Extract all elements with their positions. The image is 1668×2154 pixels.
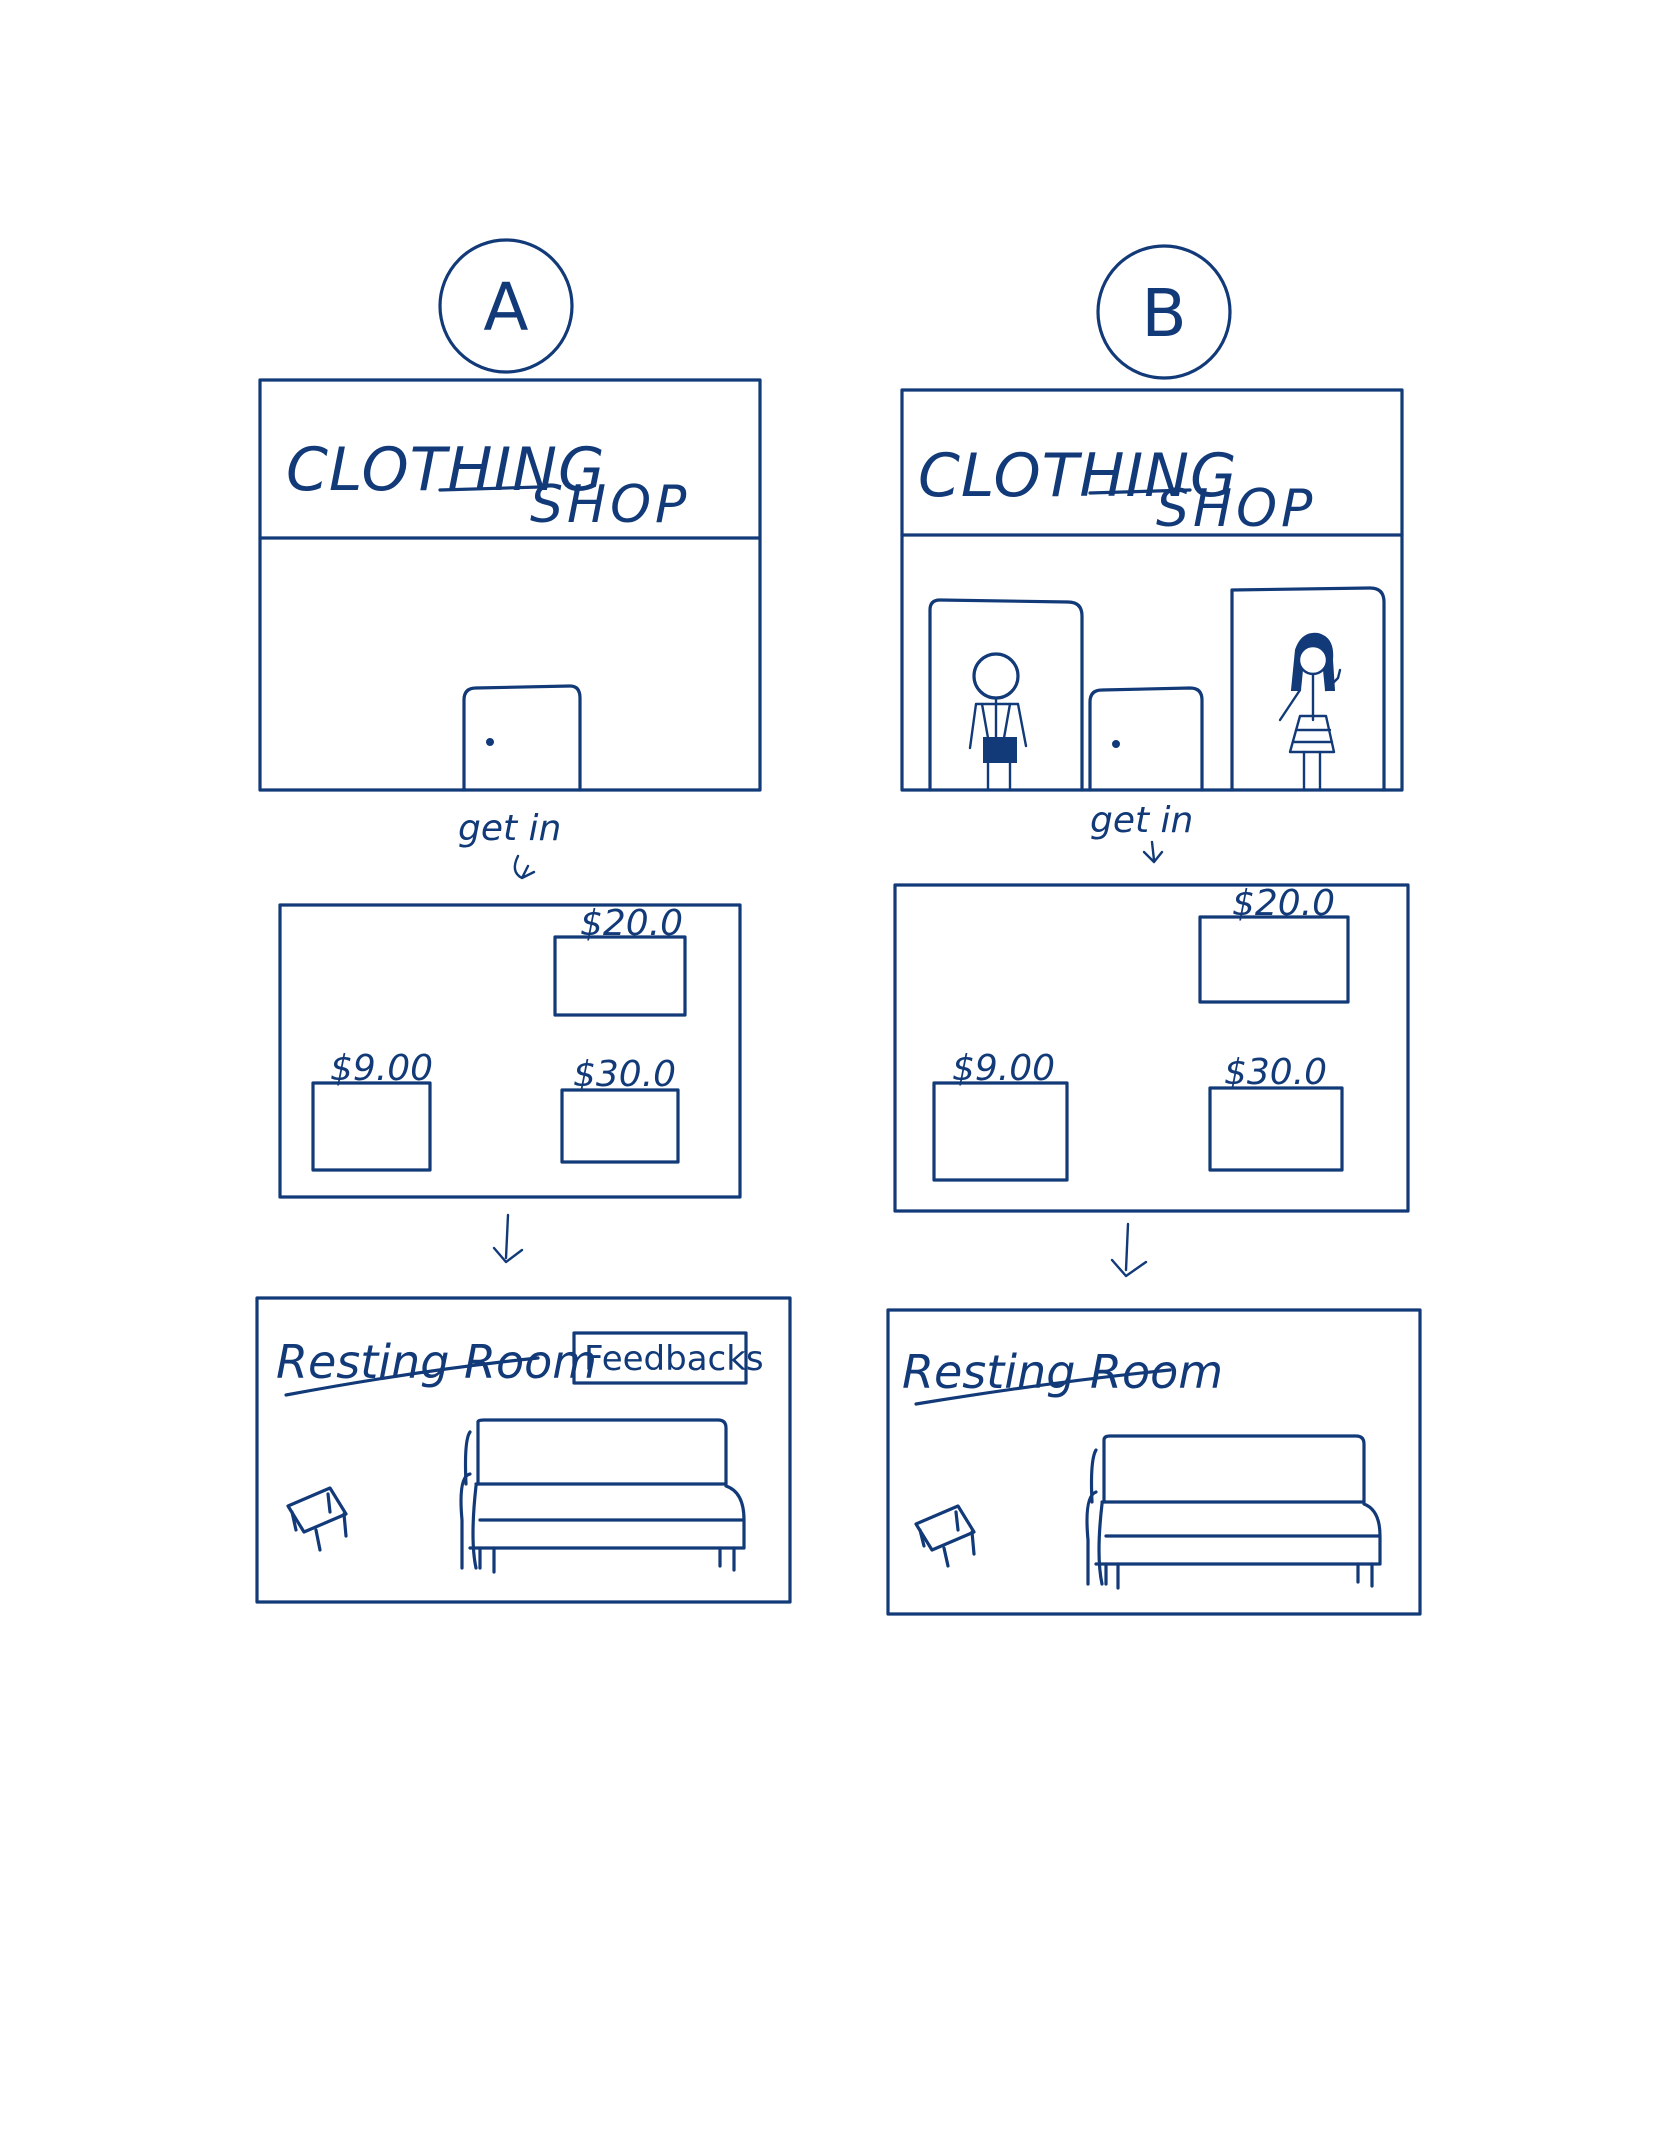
product-box[interactable] [1198, 915, 1350, 1004]
shop-window [1230, 586, 1386, 792]
variant-a: A CLOTHING SHOP get in $20.0 $9.00 $30.0 [255, 238, 792, 1604]
sofa-icon [1085, 1434, 1382, 1590]
feedback-button-frame[interactable] [572, 1331, 748, 1385]
boy-mannequin-icon [968, 652, 1028, 792]
shop-window [928, 598, 1084, 792]
title-underline [284, 1356, 540, 1397]
product-box[interactable] [932, 1081, 1069, 1182]
display-frame [893, 883, 1410, 1213]
shop-front-frame [900, 388, 1404, 792]
sofa-icon [459, 1418, 746, 1574]
shop-sign-line2: SHOP [530, 475, 690, 535]
variant-a-product-display: $20.0 $9.00 $30.0 [278, 903, 742, 1199]
price-tag: $30.0 [573, 1054, 676, 1095]
table-icon [286, 1486, 348, 1552]
product-box[interactable] [553, 935, 687, 1017]
shop-sign-line1: CLOTHING [286, 435, 606, 505]
feedback-button[interactable]: Feedbacks [572, 1331, 764, 1385]
resting-room-title: Resting Room [276, 1335, 597, 1389]
price-tag: $20.0 [1232, 883, 1335, 924]
variant-a-transition-label: get in [458, 808, 561, 849]
variant-a-label-circle [438, 238, 574, 374]
shop-sign-line1: CLOTHING [918, 441, 1238, 511]
arrow-down-icon [1110, 1222, 1148, 1278]
variant-b-transition-label: get in [1090, 800, 1193, 841]
price-tag: $30.0 [1224, 1052, 1327, 1093]
variant-b-resting-room: Resting Room [886, 1308, 1422, 1616]
price-tag: $9.00 [952, 1048, 1055, 1089]
table-icon [914, 1504, 976, 1568]
arrow-down-icon [513, 854, 536, 880]
arrow-down-icon [1142, 840, 1164, 864]
title-underline [914, 1368, 1172, 1406]
variant-b-label-circle [1096, 244, 1232, 380]
variant-a-shop-front: CLOTHING SHOP [258, 378, 762, 792]
variant-b: B CLOTHING SHOP [886, 244, 1422, 1616]
display-frame [278, 903, 742, 1199]
door-knob [1112, 740, 1120, 748]
variant-b-product-display: $20.0 $9.00 $30.0 [893, 883, 1410, 1213]
variant-b-shop-front: CLOTHING SHOP [900, 388, 1404, 792]
door-icon[interactable] [1088, 686, 1204, 792]
feedback-button-label[interactable]: Feedbacks [584, 1339, 764, 1379]
sign-underline [438, 485, 542, 492]
price-tag: $20.0 [580, 903, 683, 944]
variant-a-label: A [483, 269, 528, 346]
shop-sign-line2: SHOP [1156, 479, 1316, 539]
shop-front-frame [258, 378, 762, 792]
girl-mannequin-icon [1278, 632, 1342, 792]
resting-room-title: Resting Room [902, 1345, 1223, 1399]
product-box[interactable] [1208, 1086, 1344, 1172]
door-knob [486, 738, 494, 746]
resting-room-frame [886, 1308, 1422, 1616]
variant-b-label: B [1141, 275, 1186, 352]
product-box[interactable] [560, 1088, 680, 1164]
price-tag: $9.00 [330, 1048, 433, 1089]
variant-a-resting-room: Resting Room Feedbacks [255, 1296, 792, 1604]
sign-underline [1088, 488, 1192, 495]
product-box[interactable] [311, 1081, 432, 1172]
door-icon[interactable] [462, 684, 582, 792]
resting-room-frame [255, 1296, 792, 1604]
arrow-down-icon [492, 1213, 524, 1264]
